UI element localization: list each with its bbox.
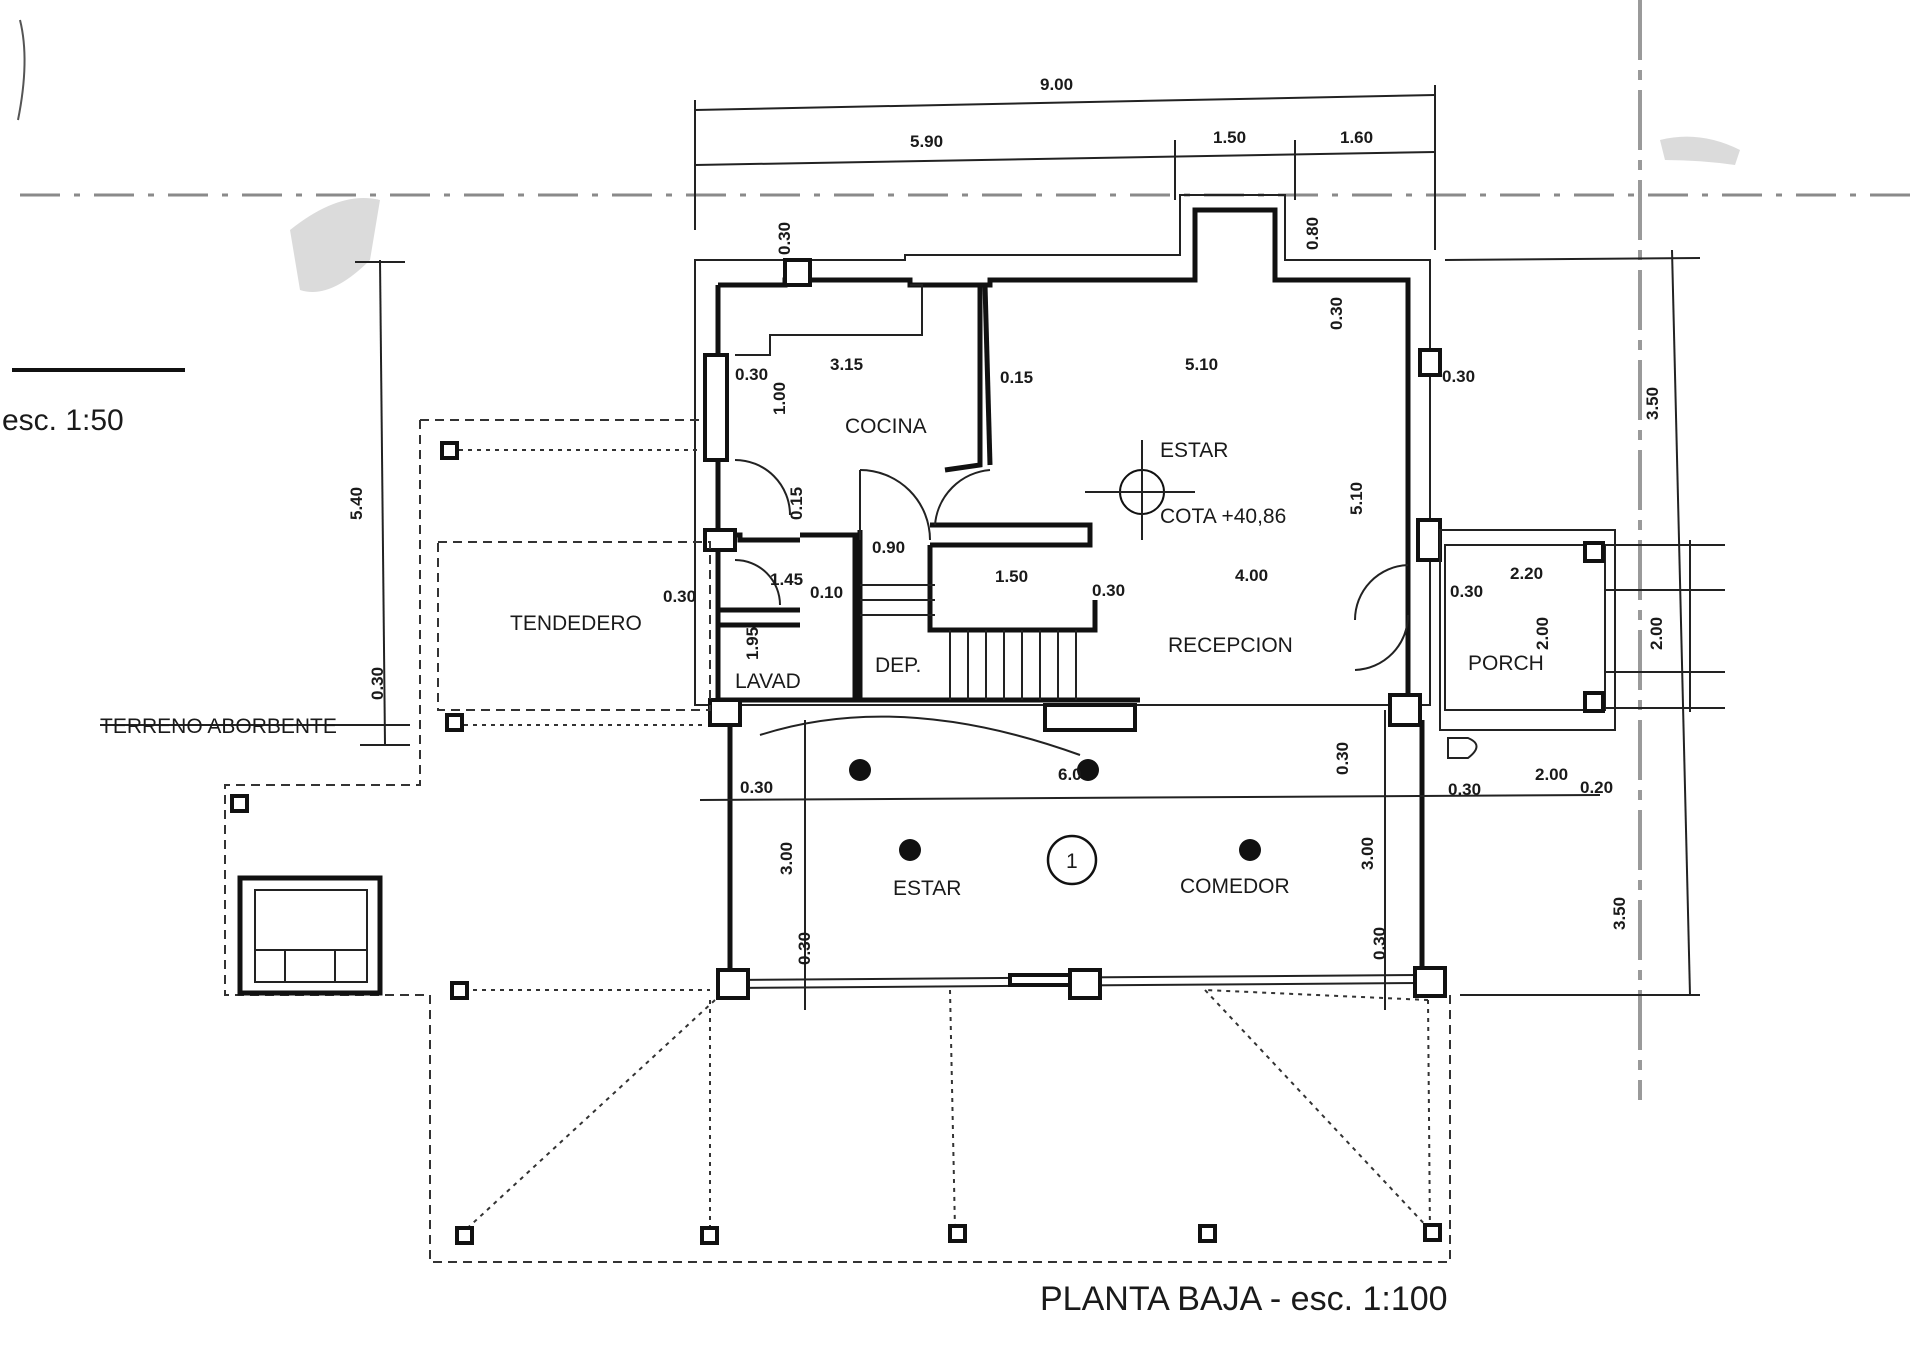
dim-510-h: 5.10 bbox=[1185, 355, 1218, 374]
dim-400: 4.00 bbox=[1235, 566, 1268, 585]
dim-100: 1.00 bbox=[770, 382, 789, 415]
dim-030-m: 0.30 bbox=[1370, 927, 1389, 960]
dim-015-b: 0.15 bbox=[787, 487, 806, 520]
section-marker-number: 1 bbox=[1066, 850, 1078, 873]
dim-220: 2.20 bbox=[1510, 564, 1543, 583]
dim-590: 5.90 bbox=[910, 132, 943, 151]
dim-010: 0.10 bbox=[810, 583, 843, 602]
scale-note: esc. 1:50 bbox=[2, 404, 124, 437]
room-porch: PORCH bbox=[1468, 652, 1544, 675]
dim-090: 0.90 bbox=[872, 538, 905, 557]
room-recepcion: RECEPCION bbox=[1168, 634, 1293, 657]
porch-structure bbox=[1439, 529, 1725, 759]
terreno-label: TERRENO ABORBENTE bbox=[100, 715, 337, 738]
room-comedor: COMEDOR bbox=[1180, 875, 1290, 898]
dim-315: 3.15 bbox=[830, 355, 863, 374]
dim-030-h: 0.30 bbox=[368, 667, 387, 700]
dim-510-v: 5.10 bbox=[1347, 482, 1366, 515]
room-cocina: COCINA bbox=[845, 415, 927, 438]
dim-030-f: 0.30 bbox=[1092, 581, 1125, 600]
room-estar-lower: ESTAR bbox=[893, 877, 961, 900]
house-walls bbox=[694, 194, 1442, 756]
paper-marks bbox=[12, 0, 1915, 1100]
dim-030-i: 0.30 bbox=[1333, 742, 1352, 775]
top-dimension-lines bbox=[694, 85, 1701, 996]
section-marker bbox=[1046, 834, 1098, 886]
room-tendedero: TENDEDERO bbox=[510, 612, 642, 635]
dim-150-mid: 1.50 bbox=[995, 567, 1028, 586]
room-lavad: LAVAD bbox=[735, 670, 801, 693]
dim-030-d: 0.30 bbox=[1442, 367, 1475, 386]
dim-030-c: 0.30 bbox=[735, 365, 768, 384]
dim-350-right: 3.50 bbox=[1643, 387, 1662, 420]
dim-030-e: 0.30 bbox=[663, 587, 696, 606]
room-dep: DEP. bbox=[875, 654, 921, 677]
terrace bbox=[699, 710, 1601, 1010]
doors bbox=[734, 459, 1409, 756]
pergola-outlines bbox=[224, 419, 1451, 1263]
dim-350-lower: 3.50 bbox=[1610, 897, 1629, 930]
dim-195: 1.95 bbox=[743, 627, 762, 660]
dim-200-v: 2.00 bbox=[1533, 617, 1552, 650]
dim-030-k: 0.30 bbox=[1448, 780, 1481, 799]
dim-030-a: 0.30 bbox=[775, 222, 794, 255]
dim-160: 1.60 bbox=[1340, 128, 1373, 147]
dim-080: 0.80 bbox=[1303, 217, 1322, 250]
dim-200-h: 2.00 bbox=[1535, 765, 1568, 784]
dim-300-right: 3.00 bbox=[1358, 837, 1377, 870]
cota-label: COTA +40,86 bbox=[1160, 505, 1286, 528]
level-marker bbox=[1085, 440, 1195, 540]
dim-150-top: 1.50 bbox=[1213, 128, 1246, 147]
left-dimension bbox=[100, 259, 410, 746]
dim-030-g: 0.30 bbox=[1450, 582, 1483, 601]
dim-015-a: 0.15 bbox=[1000, 368, 1033, 387]
water-tank bbox=[237, 875, 383, 996]
dim-020: 0.20 bbox=[1580, 778, 1613, 797]
dim-540: 5.40 bbox=[347, 487, 366, 520]
dim-030-j: 0.30 bbox=[740, 778, 773, 797]
drawing-title: PLANTA BAJA - esc. 1:100 bbox=[1040, 1280, 1448, 1318]
room-estar-upper: ESTAR bbox=[1160, 439, 1228, 462]
dim-145: 1.45 bbox=[770, 570, 803, 589]
dim-300-left: 3.00 bbox=[777, 842, 796, 875]
dim-030-b: 0.30 bbox=[1327, 297, 1346, 330]
dim-600: 6.0 bbox=[1058, 765, 1082, 784]
dim-030-l: 0.30 bbox=[795, 932, 814, 965]
stairs bbox=[860, 584, 1077, 700]
dim-200-outer: 2.00 bbox=[1647, 617, 1666, 650]
dim-total-width: 9.00 bbox=[1040, 75, 1073, 94]
